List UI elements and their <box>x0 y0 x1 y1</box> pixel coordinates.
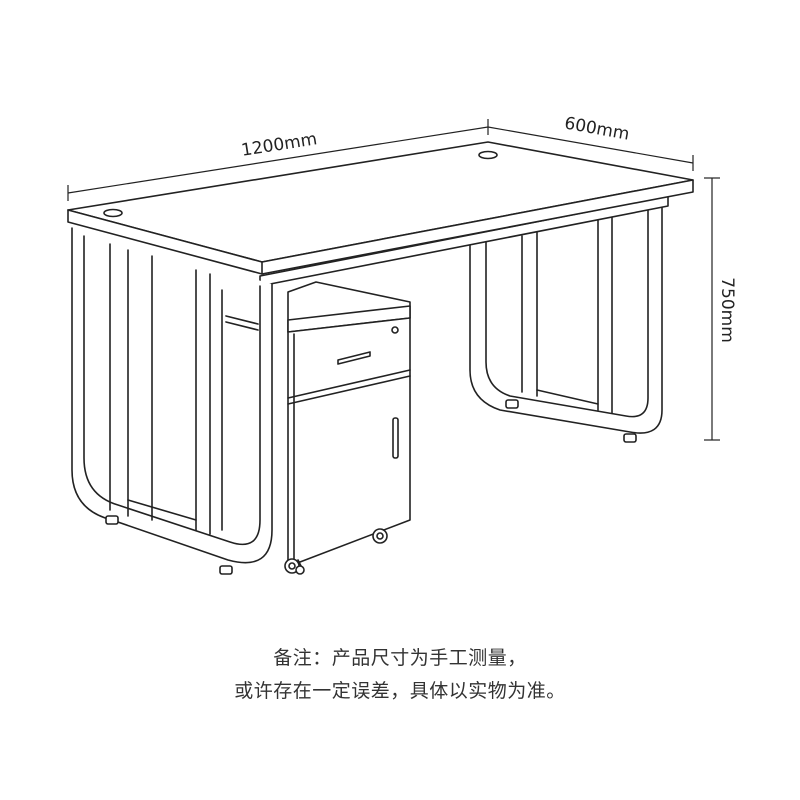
mobile-pedestal <box>284 281 411 575</box>
desk-illustration <box>67 141 694 575</box>
right-frame-foot-back <box>623 433 637 443</box>
length-label: 1200mm <box>240 129 319 161</box>
caster-right <box>372 528 388 544</box>
drawer-handle <box>337 351 371 365</box>
right-leg-frame <box>469 197 663 443</box>
cable-grommet-left <box>103 208 123 218</box>
depth-label: 600mm <box>563 114 631 145</box>
cable-grommet-right <box>478 150 498 160</box>
drawer-lock <box>391 326 399 334</box>
left-leg-frame <box>71 227 273 575</box>
note-line-2: 或许存在一定误差，具体以实物为准。 <box>234 680 566 702</box>
left-frame-foot-front <box>105 515 119 525</box>
right-frame-foot-front <box>505 399 519 409</box>
caster-rear <box>295 565 305 575</box>
height-label: 750mm <box>717 277 737 343</box>
left-frame-foot-back <box>219 565 233 575</box>
note-line-1: 备注：产品尺寸为手工测量， <box>273 647 527 669</box>
door-handle <box>392 417 399 459</box>
desk-top <box>67 141 694 275</box>
dimension-lines <box>67 119 720 441</box>
